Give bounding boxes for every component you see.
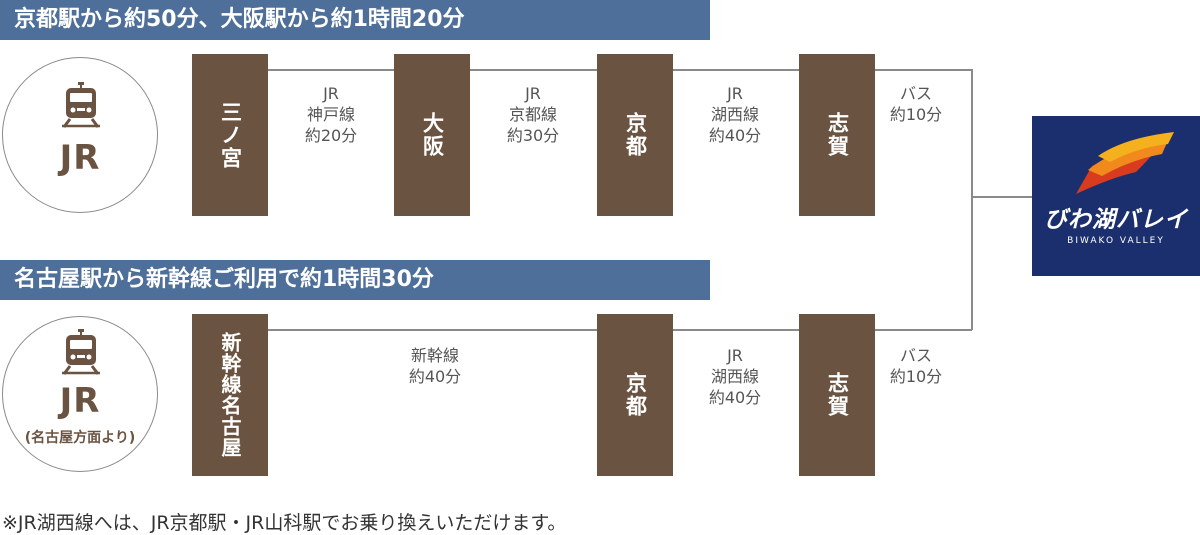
route1-segment-kosei-line: JR 湖西線 約40分: [708, 84, 762, 145]
train-icon: [62, 82, 100, 128]
mountain-wave-icon: [1076, 132, 1174, 194]
station-shiga: 志賀: [799, 54, 875, 216]
station-osaka: 大阪: [394, 54, 470, 216]
merge-line-to-destination: [971, 196, 1032, 198]
station-shiga-2: 志賀: [799, 314, 875, 476]
station-kyoto: 京都: [597, 54, 673, 216]
route1-segment-kyoto-line: JR 京都線 約30分: [506, 84, 560, 145]
biwako-valley-logo: びわ湖バレイ BIWAKO VALLEY: [1032, 116, 1200, 276]
station-sannomiya: 三ノ宮: [192, 54, 268, 216]
route2-jr-circle: JR (名古屋方面より): [2, 316, 158, 472]
route2-segment-kosei-line: JR 湖西線 約40分: [708, 346, 762, 407]
route2-jr-sublabel: (名古屋方面より): [24, 430, 136, 446]
route2-banner: 名古屋駅から新幹線ご利用で約1時間30分: [0, 260, 710, 300]
route1-segment-bus: バス 約10分: [889, 84, 943, 124]
route2-segment-bus: バス 約10分: [889, 346, 943, 386]
station-kyoto-2: 京都: [597, 314, 673, 476]
station-shinkansen-nagoya: 新幹線名古屋: [192, 314, 268, 476]
destination-name-en: BIWAKO VALLEY: [1067, 236, 1165, 246]
destination-name: びわ湖バレイ: [1044, 207, 1188, 233]
route1-jr-label: JR: [59, 138, 101, 178]
train-icon: [62, 329, 100, 375]
route1-banner: 京都駅から約50分、大阪駅から約1時間20分: [0, 0, 710, 40]
route2-segment-shinkansen: 新幹線 約40分: [408, 346, 462, 386]
merge-line-vertical: [971, 69, 973, 330]
route1-jr-circle: JR: [2, 57, 158, 213]
route2-jr-label: JR: [59, 381, 101, 421]
route1-segment-kobe-line: JR 神戸線 約20分: [304, 84, 358, 145]
footnote: ※JR湖西線へは、JR京都駅・JR山科駅でお乗り換えいただけます。: [2, 512, 567, 534]
